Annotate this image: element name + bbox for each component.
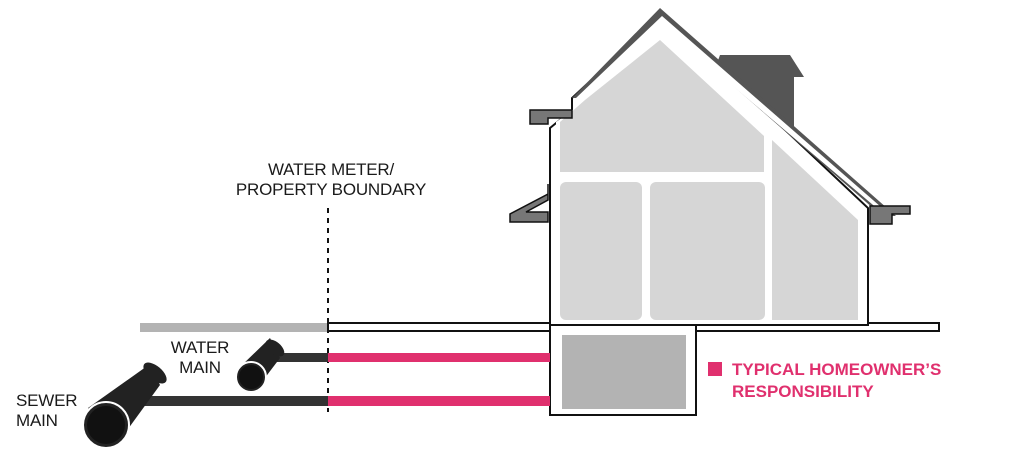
water-main-pipe bbox=[235, 338, 285, 393]
water-label-line2: MAIN bbox=[179, 358, 221, 377]
water-main-label: WATER MAIN bbox=[160, 338, 240, 378]
legend-swatch bbox=[708, 362, 722, 376]
water-meter-label: WATER METER/ PROPERTY BOUNDARY bbox=[226, 160, 436, 200]
water-label-line1: WATER bbox=[170, 338, 230, 357]
room-middle bbox=[650, 182, 765, 320]
sewer-main-pipe bbox=[82, 362, 167, 449]
sewer-public-pipe bbox=[130, 396, 328, 406]
public-ground-strip bbox=[140, 323, 328, 332]
meter-label-line1: WATER METER/ bbox=[267, 160, 395, 179]
water-public-pipe bbox=[270, 353, 328, 362]
roof bbox=[509, 8, 911, 225]
legend-text: TYPICAL HOMEOWNER’S RESPONSIBILITY bbox=[732, 359, 1012, 403]
water-private-pipe bbox=[328, 353, 550, 362]
attic-room bbox=[560, 40, 764, 172]
basement bbox=[549, 324, 697, 416]
room-right bbox=[772, 140, 858, 320]
house bbox=[549, 12, 869, 326]
sewer-private-pipe bbox=[328, 396, 550, 406]
sewer-label-line2: MAIN bbox=[16, 411, 58, 430]
meter-label-line2: PROPERTY BOUNDARY bbox=[235, 180, 427, 199]
legend-line2: RESPONSIBILITY bbox=[732, 382, 874, 401]
legend-line1: TYPICAL HOMEOWNER’S bbox=[732, 360, 942, 379]
room-left bbox=[560, 182, 642, 320]
sewer-main-label: SEWER MAIN bbox=[16, 391, 86, 431]
sewer-label-line1: SEWER bbox=[16, 391, 78, 410]
